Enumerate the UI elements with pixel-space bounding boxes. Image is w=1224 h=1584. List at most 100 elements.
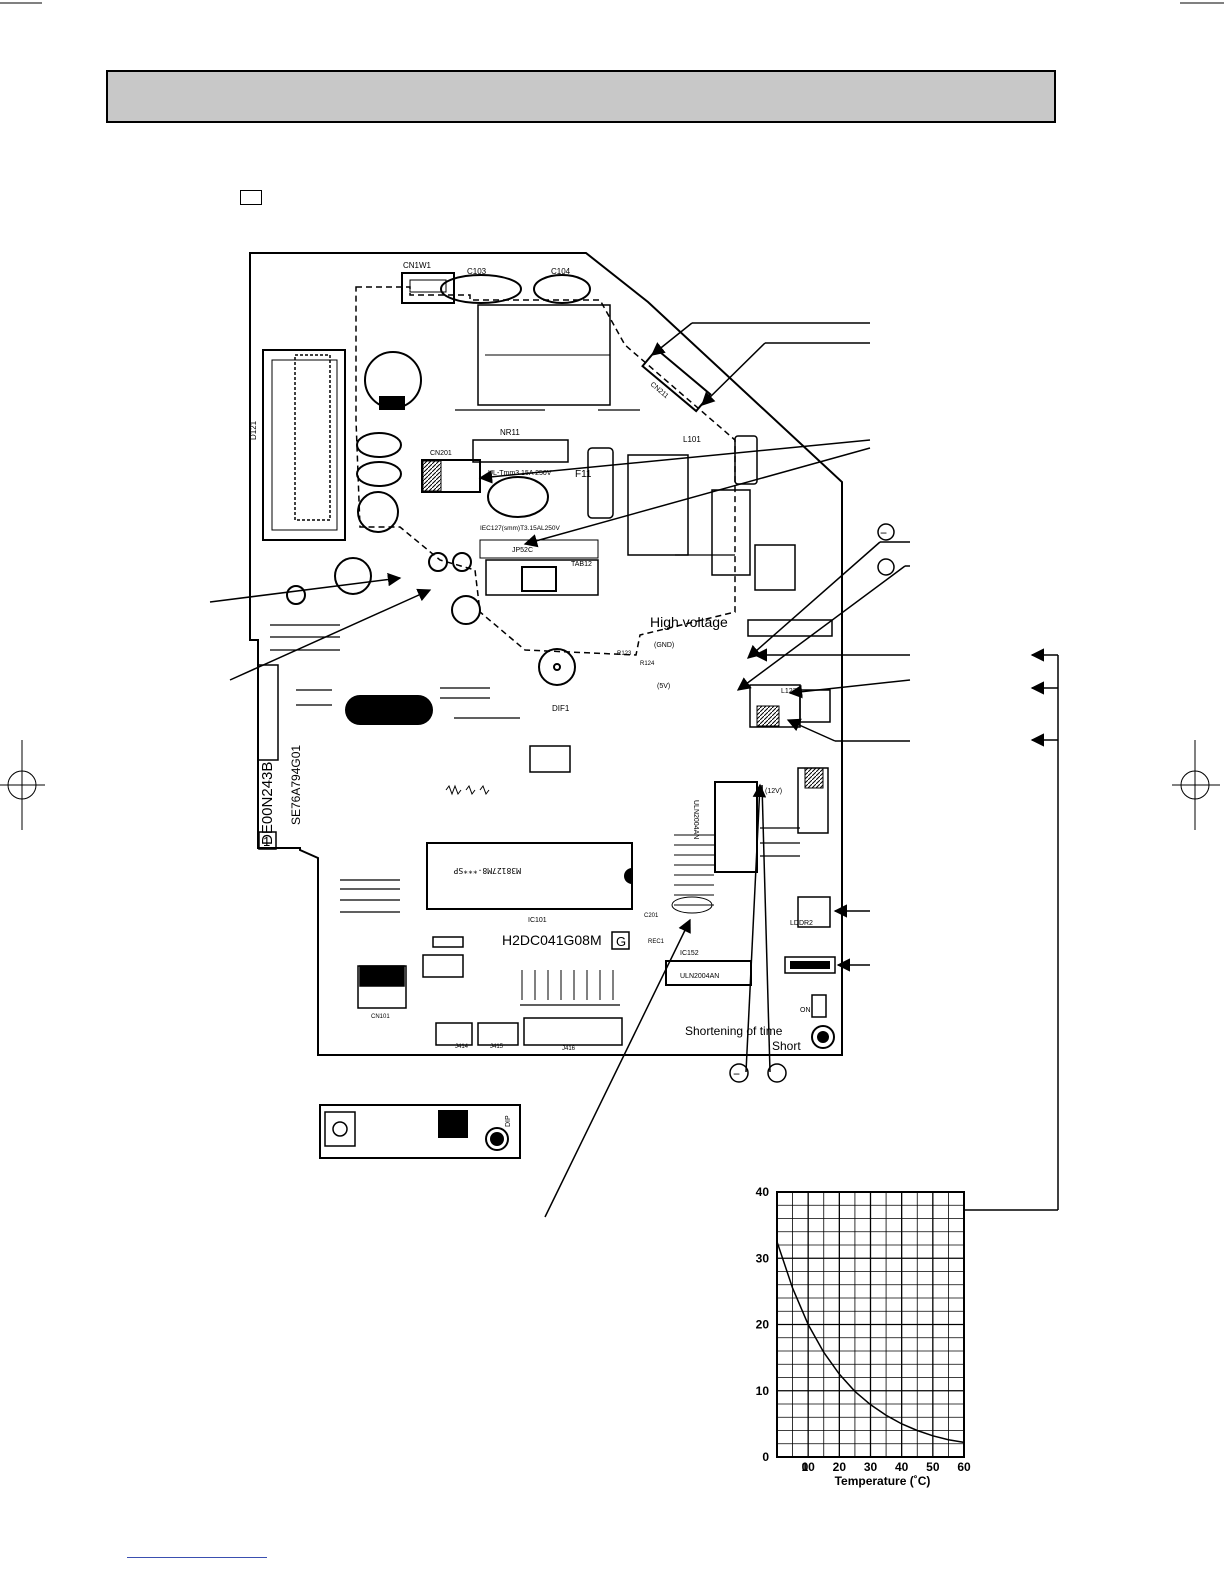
jp52c-label: JP52C bbox=[512, 547, 533, 554]
sw1-switch bbox=[797, 896, 831, 928]
callout-lines bbox=[209, 322, 1059, 1218]
x-tick-label: 20 bbox=[833, 1460, 847, 1474]
j215-label: REC1 bbox=[648, 939, 665, 945]
l14a-coil bbox=[754, 544, 796, 591]
cn102-label: J415 bbox=[490, 1044, 504, 1050]
y-tick-label: 30 bbox=[756, 1251, 770, 1265]
ic121-label: R123 bbox=[617, 651, 632, 657]
jps-jumper bbox=[784, 956, 836, 974]
jps-jumper-fill bbox=[790, 961, 830, 969]
cn1j1-label: J416 bbox=[562, 1046, 576, 1052]
crop-marks bbox=[0, 2, 1224, 830]
section-header-band bbox=[106, 70, 1056, 123]
sw2-switch bbox=[811, 994, 827, 1018]
x-tick-label: 30 bbox=[864, 1460, 878, 1474]
y-tick-label: 20 bbox=[756, 1318, 770, 1332]
y-tick-label: 10 bbox=[756, 1384, 770, 1398]
crystal-black bbox=[345, 695, 433, 725]
board-model-code: H2DC041G08M bbox=[502, 932, 602, 948]
board-suffix: G bbox=[616, 934, 626, 949]
cn211-label: CN211 bbox=[649, 381, 670, 400]
gnd-label: (GND) bbox=[654, 642, 674, 649]
cn202-connector bbox=[521, 566, 557, 592]
cn201-label: CN201 bbox=[430, 450, 452, 457]
c14-cap bbox=[734, 435, 758, 485]
driver-ic-1: ULN2004AN bbox=[692, 781, 758, 873]
sub-pcb: DIP bbox=[319, 1104, 521, 1159]
sw1-label: LDDR2 bbox=[790, 920, 813, 927]
series-line-0 bbox=[776, 1241, 965, 1444]
driver-ic-2-ref: IC152 bbox=[680, 950, 699, 957]
cn101-label: J414 bbox=[455, 1044, 469, 1050]
minus-marker-top: − bbox=[880, 526, 887, 540]
legend-box bbox=[240, 190, 262, 205]
cn1w1-label: CN1W1 bbox=[403, 261, 432, 270]
high-voltage-label: High voltage bbox=[650, 614, 728, 630]
driver-ic-2: ULN2004AN IC152 bbox=[665, 950, 752, 986]
driver-ic-2-part: ULN2004AN bbox=[680, 973, 719, 980]
high-voltage-zone bbox=[355, 286, 736, 656]
mount-hole-right bbox=[811, 1025, 835, 1049]
jsw27-label: C201 bbox=[644, 913, 659, 919]
cn104-label: CN101 bbox=[371, 1014, 390, 1020]
hic1-label: D121 bbox=[249, 420, 258, 440]
short-label: Short bbox=[772, 1039, 801, 1053]
j212-label: R124 bbox=[640, 661, 655, 667]
shortening-label: Shortening of time bbox=[685, 1024, 783, 1038]
bottom-connectors bbox=[357, 745, 623, 1046]
hic1-module: D121 bbox=[249, 349, 346, 541]
main-ic-part: M38127M8-***SP bbox=[453, 866, 521, 875]
nr11-body bbox=[472, 439, 569, 463]
footer-link[interactable] bbox=[127, 1557, 267, 1558]
c103-label: C103 bbox=[467, 267, 487, 276]
x-tick-label: 40 bbox=[895, 1460, 909, 1474]
x-tick-label: 60 bbox=[957, 1460, 971, 1474]
dip-label: DIP bbox=[505, 1115, 512, 1127]
board-suffix-box bbox=[611, 931, 630, 950]
x-axis-label: Temperature (˚C) bbox=[835, 1474, 931, 1488]
on-label: ON bbox=[800, 1007, 811, 1014]
cn211-connector bbox=[641, 347, 712, 413]
main-ic-ref: IC101 bbox=[528, 917, 547, 924]
nr11-label: NR11 bbox=[500, 428, 520, 437]
cn151-hatched bbox=[804, 767, 824, 789]
cn201-connector: CN201 bbox=[421, 450, 481, 493]
component-rows bbox=[270, 409, 800, 1006]
x-tick-label: 10 bbox=[801, 1460, 815, 1474]
l101-label: L101 bbox=[683, 435, 701, 444]
bz-label: DIF1 bbox=[552, 704, 570, 713]
x-tick-label: 0 bbox=[802, 1460, 809, 1474]
c101-cap bbox=[587, 447, 614, 519]
l101-coil bbox=[627, 454, 689, 556]
cn1w1-connector: CN1W1 bbox=[401, 261, 455, 304]
header-strip bbox=[747, 619, 833, 637]
main-ic: M38127M8-***SP IC101 bbox=[426, 842, 633, 924]
minus-marker-bottom: − bbox=[733, 1067, 740, 1081]
c102-cap bbox=[711, 489, 751, 576]
fuse-iec-label: IEC127(smm)T3.15AL250V bbox=[480, 525, 561, 532]
tab12-label: TAB12 bbox=[571, 561, 592, 568]
sr141-hatched bbox=[756, 705, 780, 727]
mount-hole-right-center bbox=[817, 1031, 829, 1043]
c104-label: C104 bbox=[551, 267, 571, 276]
polarity-markers: − − bbox=[729, 523, 895, 1083]
fuse-name-label: F11 bbox=[575, 469, 592, 480]
cn121-connector bbox=[799, 689, 831, 723]
driver-ic-1-part: ULN2004AN bbox=[692, 800, 699, 839]
jp52c-body bbox=[479, 539, 599, 559]
part-number-block: DE00N243B SE76A794G01 1 bbox=[257, 664, 303, 850]
x-tick-label: 50 bbox=[926, 1460, 940, 1474]
capacitors bbox=[286, 274, 591, 686]
resistor-array bbox=[445, 784, 714, 1000]
part-number-1: DE00N243B bbox=[259, 762, 276, 845]
rev-box-label: 1 bbox=[263, 834, 270, 849]
sr141-label: L122 bbox=[781, 688, 797, 695]
v5-label: (5V) bbox=[657, 683, 670, 690]
part-number-2: SE76A794G01 bbox=[289, 745, 303, 825]
v12-label: (12V) bbox=[765, 788, 782, 795]
y-tick-label: 0 bbox=[762, 1450, 769, 1464]
y-tick-label: 40 bbox=[756, 1185, 770, 1199]
relay-52c bbox=[485, 559, 599, 596]
